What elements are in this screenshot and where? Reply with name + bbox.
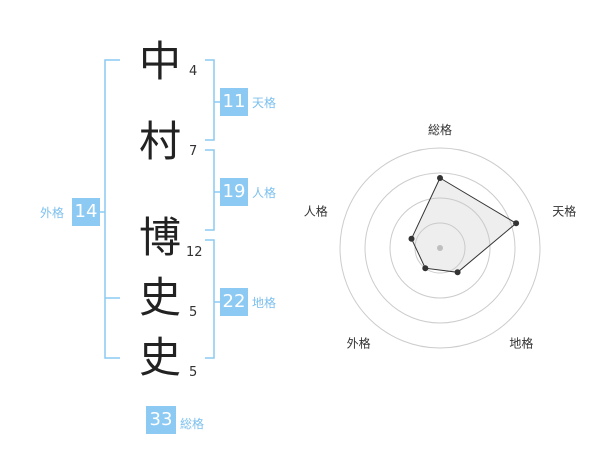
radar-ring-4: [339, 147, 541, 349]
gaikaku-bracket: [104, 59, 120, 359]
gaikaku-label: 外格: [40, 206, 65, 220]
chikaku-badge: 22: [220, 288, 248, 316]
radar-point-4: [422, 265, 429, 272]
radar-axis-label-5: 人格: [304, 204, 328, 219]
radar-point-5: [408, 235, 415, 242]
soukaku-label: 総格: [180, 417, 205, 431]
stroke-count-4: 5: [189, 305, 198, 320]
radar-series-polygon: [410, 177, 517, 273]
radar-ring-2: [389, 197, 491, 299]
radar-axis-label-3: 地格: [509, 336, 533, 351]
name-char-4: 史: [138, 273, 181, 322]
jinkaku-label: 人格: [252, 186, 277, 200]
chikaku-bracket: [205, 239, 215, 359]
stroke-count-3: 12: [186, 245, 203, 260]
jinkaku-badge: 19: [220, 178, 248, 206]
name-char-2: 村: [138, 117, 181, 166]
tenkaku-label: 天格: [252, 96, 277, 110]
stroke-count-5: 5: [189, 365, 198, 380]
chikaku-label: 地格: [252, 296, 277, 310]
tenkaku-badge: 11: [220, 88, 248, 116]
tenkaku-bracket: [205, 59, 215, 141]
jinkaku-bracket: [205, 149, 215, 231]
soukaku-badge: 33: [146, 406, 176, 434]
radar-axis-label-2: 天格: [552, 204, 576, 219]
radar-axis-label-4: 外格: [347, 336, 371, 351]
stroke-count-2: 7: [189, 144, 198, 159]
radar-point-1: [437, 175, 443, 181]
name-char-3: 博: [138, 213, 181, 262]
stroke-count-1: 4: [189, 64, 198, 79]
gaikaku-badge: 14: [72, 198, 100, 226]
radar-point-2: [513, 220, 520, 227]
radar-axis-label-1: 総格: [428, 122, 452, 137]
radar-ring-1: [414, 222, 466, 274]
name-char-1: 中: [138, 37, 181, 86]
radar-ring-3: [364, 172, 516, 324]
radar-center-dot: [437, 245, 443, 251]
name-char-5: 史: [138, 333, 181, 382]
radar-point-3: [454, 269, 461, 276]
